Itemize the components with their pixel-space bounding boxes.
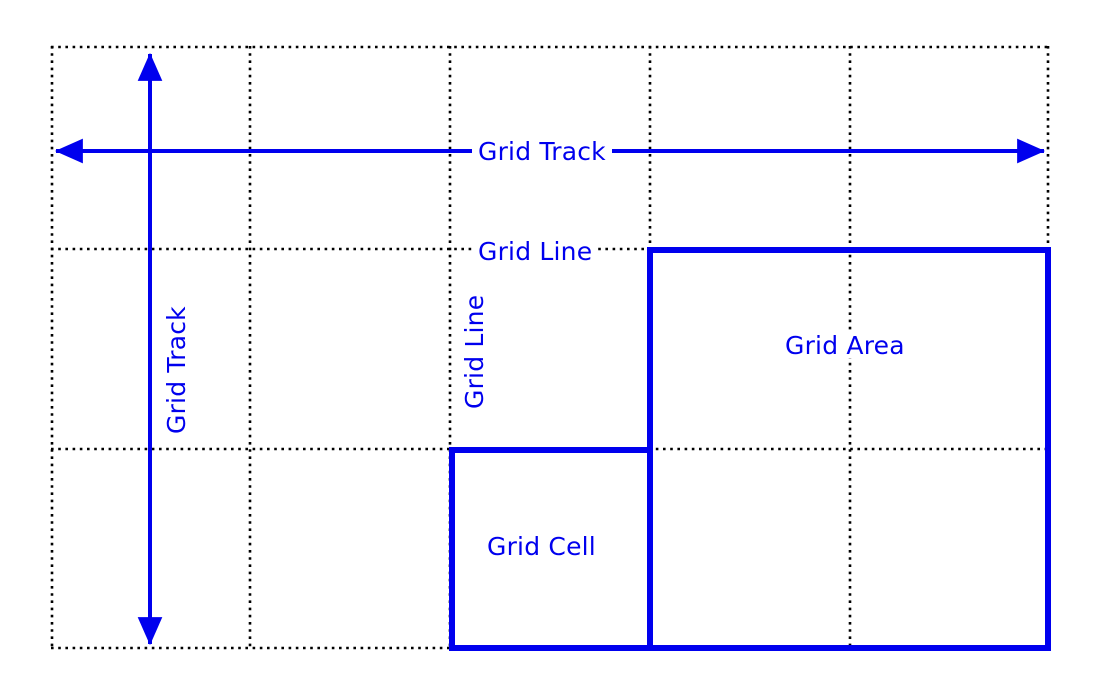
grid-line-vertical-label: Grid Line (460, 288, 489, 415)
grid-track-horizontal-label: Grid Track (472, 139, 612, 164)
grid-area-label: Grid Area (779, 333, 911, 358)
grid-track-vertical-label: Grid Track (162, 300, 191, 440)
grid-cell-box (449, 447, 653, 651)
grid-line-horizontal-label: Grid Line (472, 239, 599, 264)
grid-cell-label: Grid Cell (481, 534, 602, 559)
